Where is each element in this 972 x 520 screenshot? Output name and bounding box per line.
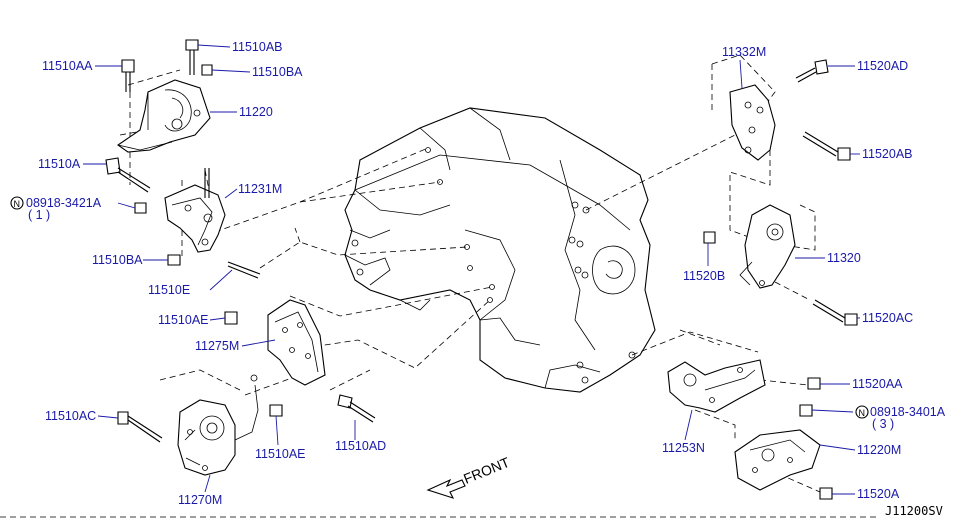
mount-11270M [177,374,259,476]
label-08918-3401A[interactable]: 08918-3401A [870,405,946,419]
label-11220M[interactable]: 11220M [857,443,901,457]
label-11510AA[interactable]: 11510AA [42,59,93,73]
label-11510A[interactable]: 11510A [38,157,81,171]
n-symbol-right: N [855,405,869,419]
label-11520AC[interactable]: 11520AC [862,311,913,325]
label-11320[interactable]: 11320 [827,251,861,265]
alignment-lines [119,54,821,493]
label-11510BA-upper[interactable]: 11510BA [252,65,303,79]
bracket-11231M [164,168,226,253]
label-11510AE-upper[interactable]: 11510AE [158,313,209,327]
label-11520AD[interactable]: 11520AD [857,59,908,73]
label-11520A[interactable]: 11520A [857,487,900,501]
label-08918-3421A[interactable]: 08918-3421A [26,196,102,210]
label-11220[interactable]: 11220 [239,105,273,119]
label-11510BA-lower[interactable]: 11510BA [92,253,143,267]
n-symbol-left: N [10,196,24,210]
label-11231M[interactable]: 11231M [238,182,282,196]
label-11332M[interactable]: 11332M [722,45,766,59]
bracket-11253N [667,359,766,413]
bracket-11332M [729,84,776,161]
label-11253N[interactable]: 11253N [662,441,705,455]
label-11510AD[interactable]: 11510AD [335,439,386,453]
label-08918-3401A-qty: ( 3 ) [872,417,894,431]
svg-text:N: N [859,408,866,418]
label-11510E[interactable]: 11510E [148,283,190,297]
label-11520AB[interactable]: 11520AB [862,147,913,161]
label-11510AB[interactable]: 11510AB [232,40,283,54]
reference-code: J11200SV [885,504,943,518]
svg-text:N: N [14,199,21,209]
mount-11220M [734,429,821,491]
bracket-11275M [267,299,326,386]
fasteners-left [105,39,376,443]
label-11270M[interactable]: 11270M [178,493,222,507]
fasteners-right [703,59,858,500]
label-11510AE-lower[interactable]: 11510AE [255,447,306,461]
leader-lines [83,44,860,495]
label-11520B[interactable]: 11520B [683,269,725,283]
front-arrow: FRONT [426,454,512,499]
label-08918-3421A-qty: ( 1 ) [28,208,50,222]
part-labels: 11510AA 11510AB 11510BA 11220 11510A 089… [26,40,946,507]
label-11510AC[interactable]: 11510AC [45,409,96,423]
label-11275M[interactable]: 11275M [195,339,239,353]
front-label: FRONT [461,454,512,487]
engine-block [344,107,656,393]
label-11520AA[interactable]: 11520AA [852,377,903,391]
mount-11220 [117,79,211,153]
mount-11320 [739,204,796,289]
